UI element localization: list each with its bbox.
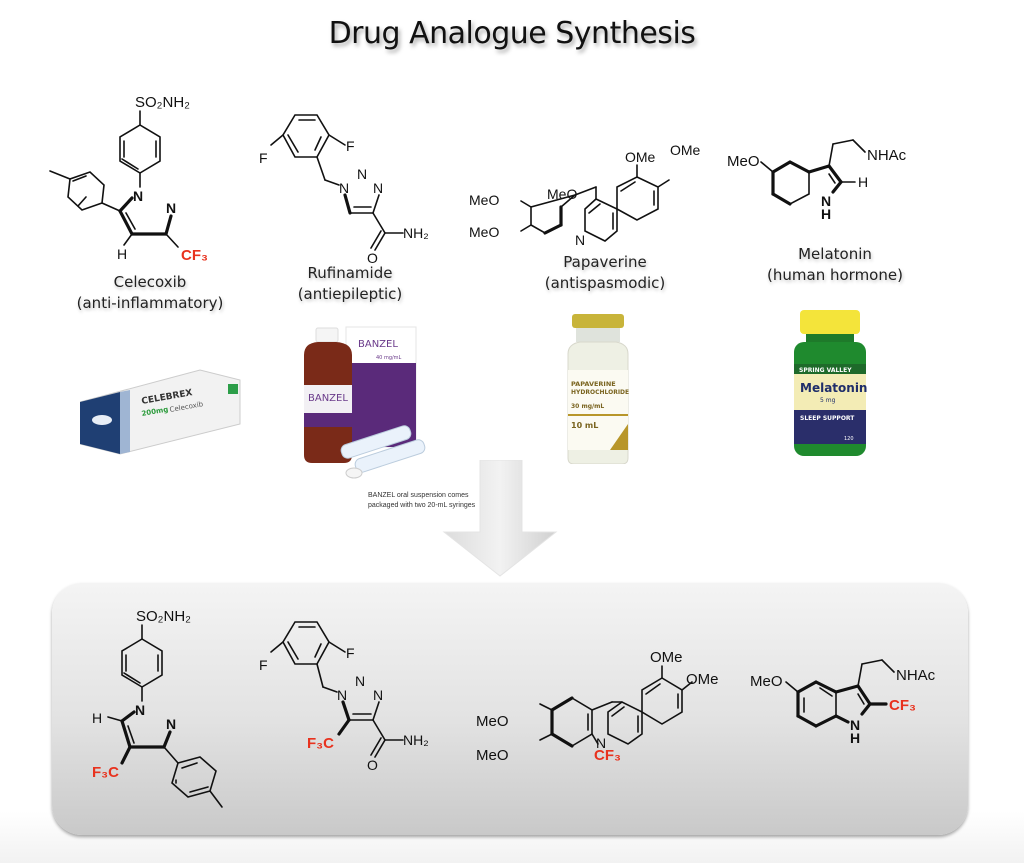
atom-label: F xyxy=(259,150,268,166)
cf3-group-label: F₃C xyxy=(307,735,334,752)
atom-label: OMe xyxy=(670,142,701,158)
celebrex-box-image: CELEBREX 200mg Celecoxib xyxy=(80,369,241,455)
celecoxib-cf3-analogue: SO₂NH₂ N N H F₃C xyxy=(92,608,223,808)
cf3-group-label: CF₃ xyxy=(889,697,916,714)
atom-label: N xyxy=(850,717,860,733)
papaverine-cf3-analogue: OMe OMe N CF₃ MeO MeO xyxy=(476,649,719,764)
product-strength: 40 mg/mL xyxy=(376,355,402,361)
caption-line: BANZEL oral suspension comes xyxy=(368,492,469,499)
atom-label: MeO xyxy=(750,673,783,690)
atom-label: N xyxy=(133,188,143,204)
atom-label: MeO xyxy=(469,192,499,208)
atom-label: F xyxy=(346,138,355,154)
atom-label: N xyxy=(166,716,176,732)
atom-label: MeO xyxy=(469,224,499,240)
product-label: HYDROCHLORIDE xyxy=(571,389,629,396)
atom-label: F xyxy=(346,645,355,661)
atom-label: NHAc xyxy=(896,667,936,684)
atom-label: N xyxy=(373,180,383,196)
atom-label: MeO xyxy=(476,713,509,730)
product-strength: 30 mg/mL xyxy=(571,403,604,410)
caption-line: packaged with two 20-mL syringes xyxy=(368,502,476,509)
atom-label: N xyxy=(357,166,367,182)
atom-label: F xyxy=(259,657,268,673)
drug-name: Melatonin xyxy=(798,245,872,263)
atom-label: N xyxy=(339,180,349,196)
papaverine-structure: OMe OMe N MeO MeO MeO xyxy=(469,142,701,248)
atom-label: N xyxy=(596,735,606,751)
drug-use: (anti-inflammatory) xyxy=(76,294,224,312)
atom-label: MeO xyxy=(727,153,760,170)
atom-label: NH₂ xyxy=(403,225,429,241)
product-brand: SPRING VALLEY xyxy=(799,367,852,374)
down-arrow-icon xyxy=(442,460,558,577)
atom-label: H xyxy=(821,206,831,222)
product-count: 120 xyxy=(844,436,854,442)
melatonin-bottle-image: SPRING VALLEY Melatonin 5 mg SLEEP SUPPO… xyxy=(794,310,867,456)
atom-label: SO₂NH₂ xyxy=(135,94,190,111)
cf3-group-label: F₃C xyxy=(92,764,119,781)
atom-label: H xyxy=(850,730,860,746)
atom-label: SO₂NH₂ xyxy=(136,608,191,625)
product-volume: 10 mL xyxy=(571,421,598,430)
atom-label: H xyxy=(92,710,102,726)
banzel-caption: BANZEL oral suspension comes packaged wi… xyxy=(368,491,475,511)
rufinamide-cf3-analogue: F F N N N F₃C NH₂ O xyxy=(259,621,429,773)
drug-caption: Celecoxib (anti-inflammatory) xyxy=(60,272,240,314)
product-tag: SLEEP SUPPORT xyxy=(800,415,855,422)
atom-label: NH₂ xyxy=(403,732,429,748)
drug-caption: Rufinamide (antiepileptic) xyxy=(280,263,420,305)
product-label: Melatonin xyxy=(800,381,867,395)
drug-use: (human hormone) xyxy=(767,266,903,284)
cf3-group-label: CF₃ xyxy=(594,747,621,764)
atom-label: N xyxy=(166,200,176,216)
drug-use: (antiepileptic) xyxy=(297,285,403,303)
atom-label: H xyxy=(858,174,868,190)
melatonin-structure: MeO N H H NHAc xyxy=(727,139,907,222)
product-brand-bottle: BANZEL xyxy=(308,393,348,404)
drug-name: Papaverine xyxy=(563,253,647,271)
drug-use: (antispasmodic) xyxy=(544,274,666,292)
atom-label: O xyxy=(367,757,378,773)
atom-label: NHAc xyxy=(867,147,907,164)
atom-label: N xyxy=(373,687,383,703)
drug-caption: Melatonin (human hormone) xyxy=(760,244,910,286)
melatonin-cf3-analogue: MeO N H CF₃ NHAc xyxy=(750,659,936,746)
atom-label: N xyxy=(135,702,145,718)
rufinamide-structure: F F N N N NH₂ O xyxy=(259,114,429,266)
atom-label: MeO xyxy=(476,747,509,764)
papaverine-vial-image: PAPAVERINE HYDROCHLORIDE 30 mg/mL 10 mL xyxy=(567,314,629,464)
product-brand: BANZEL xyxy=(358,339,398,350)
atom-label: H xyxy=(117,246,127,262)
atom-label: N xyxy=(821,193,831,209)
atom-label: OMe xyxy=(625,149,656,165)
product-label: PAPAVERINE xyxy=(571,380,616,388)
atom-label: N xyxy=(337,687,347,703)
celecoxib-structure: SO₂NH₂ N N H CF₃ xyxy=(49,94,208,264)
atom-label: OMe xyxy=(650,649,683,666)
atom-label: N xyxy=(355,673,365,689)
atom-label: N xyxy=(575,232,585,248)
drug-caption: Papaverine (antispasmodic) xyxy=(530,252,680,294)
product-strength: 5 mg xyxy=(820,397,836,404)
atom-label: MeO xyxy=(547,186,577,202)
atom-label: O xyxy=(367,250,378,266)
drug-name: Celecoxib xyxy=(113,273,187,291)
slide-title: Drug Analogue Synthesis xyxy=(328,16,696,51)
banzel-product-image: BANZEL 40 mg/mL BANZEL xyxy=(304,326,426,479)
atom-label: OMe xyxy=(686,671,719,688)
cf3-group-label: CF₃ xyxy=(181,247,208,264)
drug-name: Rufinamide xyxy=(307,264,393,282)
